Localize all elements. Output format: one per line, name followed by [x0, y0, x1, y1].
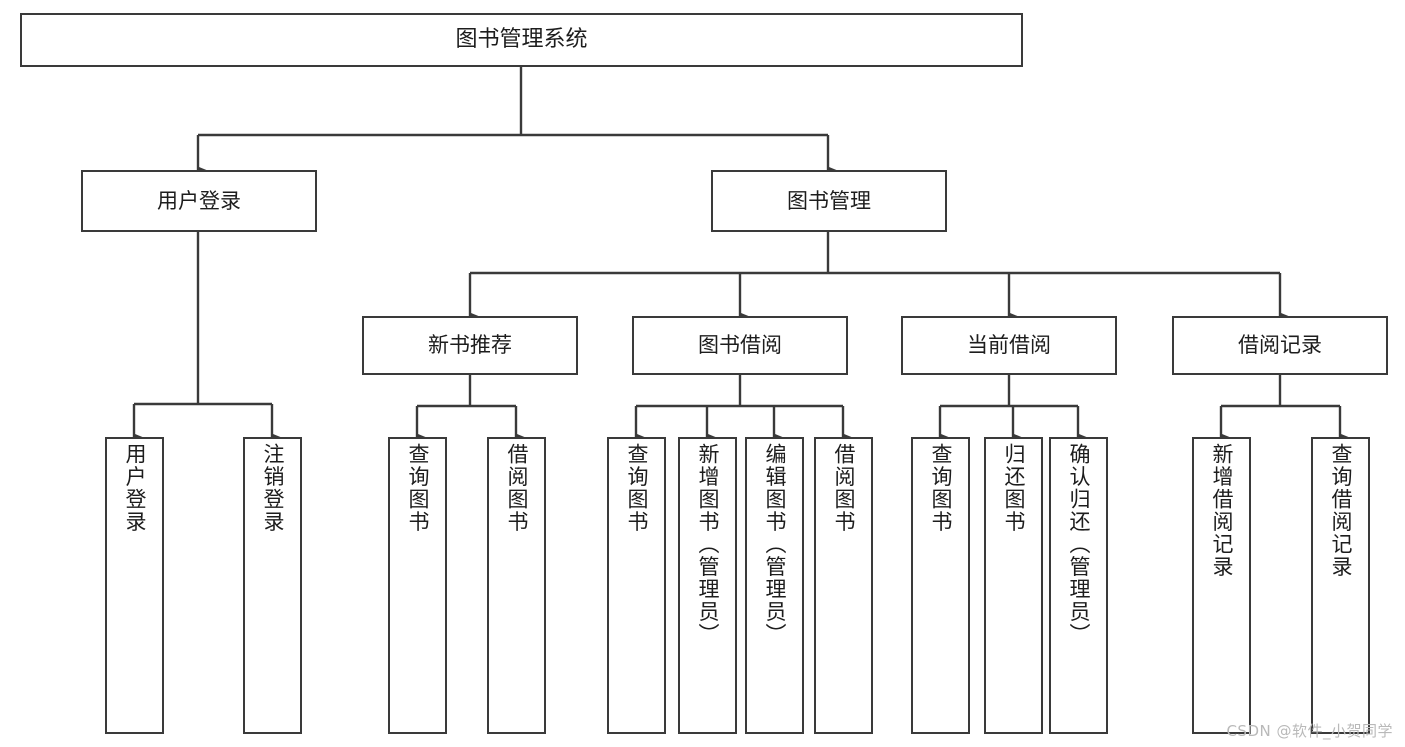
node-label: 图书借阅: [698, 333, 782, 358]
node-leaf-add-book[interactable]: 新增图书（管理员）: [678, 437, 737, 734]
node-label: 当前借阅: [967, 333, 1051, 358]
node-label: 注销登录: [261, 443, 285, 533]
node-leaf-borrow-book-2[interactable]: 借阅图书: [814, 437, 873, 734]
node-new-book-rec[interactable]: 新书推荐: [362, 316, 578, 375]
node-leaf-query-book-3[interactable]: 查询图书: [911, 437, 970, 734]
node-label: 编辑图书（管理员）: [763, 443, 787, 646]
node-leaf-borrow-book-1[interactable]: 借阅图书: [487, 437, 546, 734]
node-leaf-query-book-1[interactable]: 查询图书: [388, 437, 447, 734]
node-borrow-record[interactable]: 借阅记录: [1172, 316, 1388, 375]
node-root[interactable]: 图书管理系统: [20, 13, 1023, 67]
node-label: 新增图书（管理员）: [696, 443, 720, 646]
node-label: 借阅图书: [505, 443, 529, 533]
node-leaf-user-login[interactable]: 用户登录: [105, 437, 164, 734]
node-book-borrow[interactable]: 图书借阅: [632, 316, 848, 375]
node-leaf-user-logout[interactable]: 注销登录: [243, 437, 302, 734]
node-label: 查询图书: [625, 443, 649, 533]
node-leaf-return-book[interactable]: 归还图书: [984, 437, 1043, 734]
node-label: 图书管理系统: [455, 27, 588, 53]
node-label: 新增借阅记录: [1210, 443, 1234, 578]
node-label: 用户登录: [123, 443, 147, 533]
node-label: 新书推荐: [428, 333, 512, 358]
node-label: 借阅图书: [832, 443, 856, 533]
node-label: 借阅记录: [1238, 333, 1322, 358]
node-leaf-query-book-2[interactable]: 查询图书: [607, 437, 666, 734]
node-label: 查询借阅记录: [1329, 443, 1353, 578]
node-leaf-query-record[interactable]: 查询借阅记录: [1311, 437, 1370, 734]
node-label: 归还图书: [1002, 443, 1026, 533]
node-current-borrow[interactable]: 当前借阅: [901, 316, 1117, 375]
csdn-watermark: CSDN @软件_小贺同学: [1226, 722, 1393, 740]
node-user-login[interactable]: 用户登录: [81, 170, 317, 232]
node-leaf-edit-book[interactable]: 编辑图书（管理员）: [745, 437, 804, 734]
node-label: 图书管理: [787, 188, 871, 213]
node-label: 用户登录: [157, 188, 241, 213]
node-label: 查询图书: [929, 443, 953, 533]
node-leaf-confirm-return[interactable]: 确认归还（管理员）: [1049, 437, 1108, 734]
node-book-manage[interactable]: 图书管理: [711, 170, 947, 232]
node-leaf-add-record[interactable]: 新增借阅记录: [1192, 437, 1251, 734]
node-label: 确认归还（管理员）: [1067, 443, 1091, 646]
node-label: 查询图书: [406, 443, 430, 533]
